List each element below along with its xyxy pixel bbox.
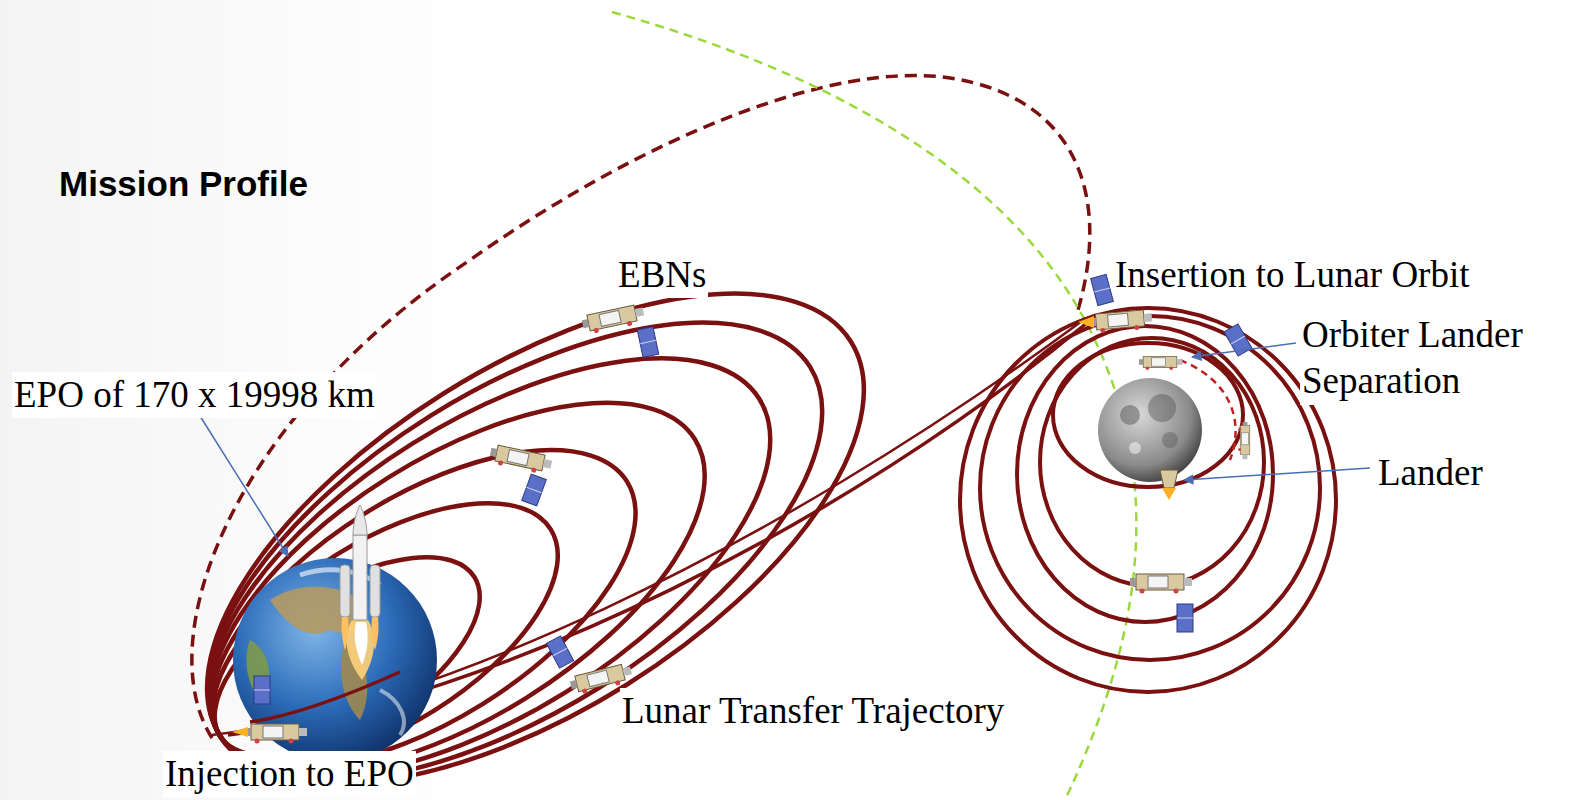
moon xyxy=(1098,378,1202,482)
lunar-orbit xyxy=(1040,338,1264,586)
lunar-orbit xyxy=(960,308,1336,692)
lunar-orbit xyxy=(1017,326,1273,622)
annotation-label: EBNs xyxy=(616,252,708,298)
annotation-label: Lander xyxy=(1376,450,1485,496)
annotation-label: Orbiter Lander Separation xyxy=(1300,312,1566,405)
moon-orbit-path xyxy=(612,12,1136,800)
annotation-label: Injection to EPO xyxy=(163,751,416,797)
earth xyxy=(233,558,437,762)
annotation-label: Insertion to Lunar Orbit xyxy=(1113,252,1472,298)
diagram-title: Mission Profile xyxy=(59,164,308,204)
separation-path xyxy=(1180,360,1236,460)
launch-vehicle xyxy=(340,505,380,680)
spacecraft xyxy=(232,274,1252,743)
lunar-orbits xyxy=(960,308,1336,692)
lunar-orbit xyxy=(980,316,1320,660)
annotation-label: Lunar Transfer Trajectory xyxy=(620,688,1006,734)
ascent-path xyxy=(250,672,400,722)
annotation-label: EPO of 170 x 19998 km xyxy=(12,372,377,418)
lunar-orbit xyxy=(1053,343,1243,487)
